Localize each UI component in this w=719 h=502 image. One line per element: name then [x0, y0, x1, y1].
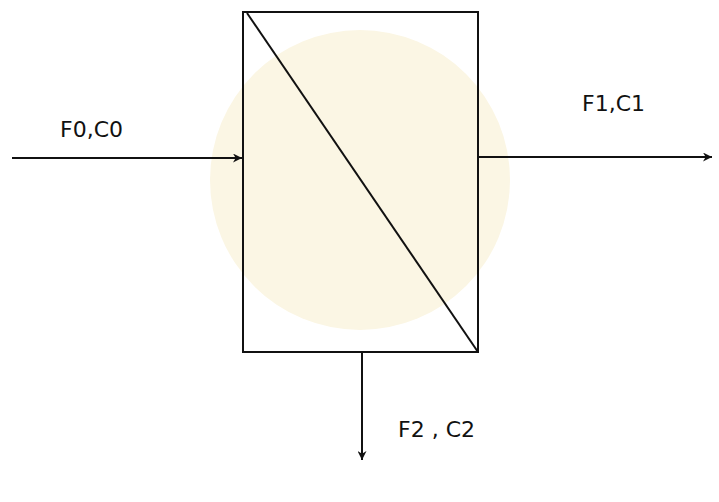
- outlet-arrow: [479, 156, 712, 158]
- feed-arrow: [12, 157, 242, 159]
- bottom-outlet-label: F2 , C2: [398, 418, 475, 442]
- bottom-outlet-arrow: [361, 353, 363, 460]
- separator-box: [243, 12, 478, 352]
- feed-label: F0,C0: [60, 118, 123, 142]
- outlet-label: F1,C1: [582, 92, 645, 116]
- membrane-diagonal: [247, 13, 478, 352]
